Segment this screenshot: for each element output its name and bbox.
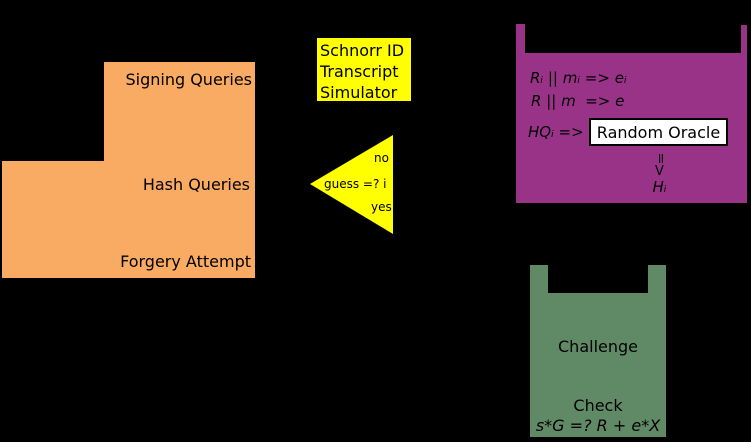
check-equation-label: s*G =? R + e*X: [535, 416, 661, 435]
down-arrow-shaft-icon: =: [651, 152, 668, 165]
simulator-label-line3: Simulator: [320, 83, 398, 102]
oracle-output-arrow: = V Hᵢ: [639, 147, 680, 197]
oracle-output-label: Hᵢ: [652, 178, 667, 196]
adversary-shape: [2, 62, 255, 278]
oracle-query-label: HQᵢ =>: [528, 123, 584, 141]
decision-yes-label: yes: [371, 200, 392, 214]
signing-queries-label: Signing Queries: [125, 70, 252, 89]
decision-no-label: no: [374, 151, 389, 165]
simulator-label-line1: Schnorr ID: [320, 41, 405, 60]
oracle-bucket-shape: [516, 24, 747, 203]
hash-queries-label: Hash Queries: [142, 175, 250, 194]
random-oracle-label: Random Oracle: [596, 122, 721, 142]
simulator-label-line2: Transcript: [320, 62, 399, 81]
oracle-mapping-plain: R || m => e: [531, 92, 625, 110]
decision-triangle-shape: [310, 135, 393, 234]
forgery-attempt-label: Forgery Attempt: [120, 252, 251, 271]
challenge-label: Challenge: [558, 337, 638, 356]
down-arrow-head-icon: V: [655, 164, 664, 179]
random-oracle-box: Random Oracle: [589, 118, 728, 146]
check-label: Check: [573, 396, 623, 415]
decision-condition-label: guess =? i: [324, 177, 387, 191]
schnorr-simulator-box: Schnorr ID Transcript Simulator: [315, 36, 413, 103]
oracle-mapping-indexed: Rᵢ || mᵢ => eᵢ: [530, 69, 627, 87]
verifier-bucket-shape: [530, 265, 666, 437]
